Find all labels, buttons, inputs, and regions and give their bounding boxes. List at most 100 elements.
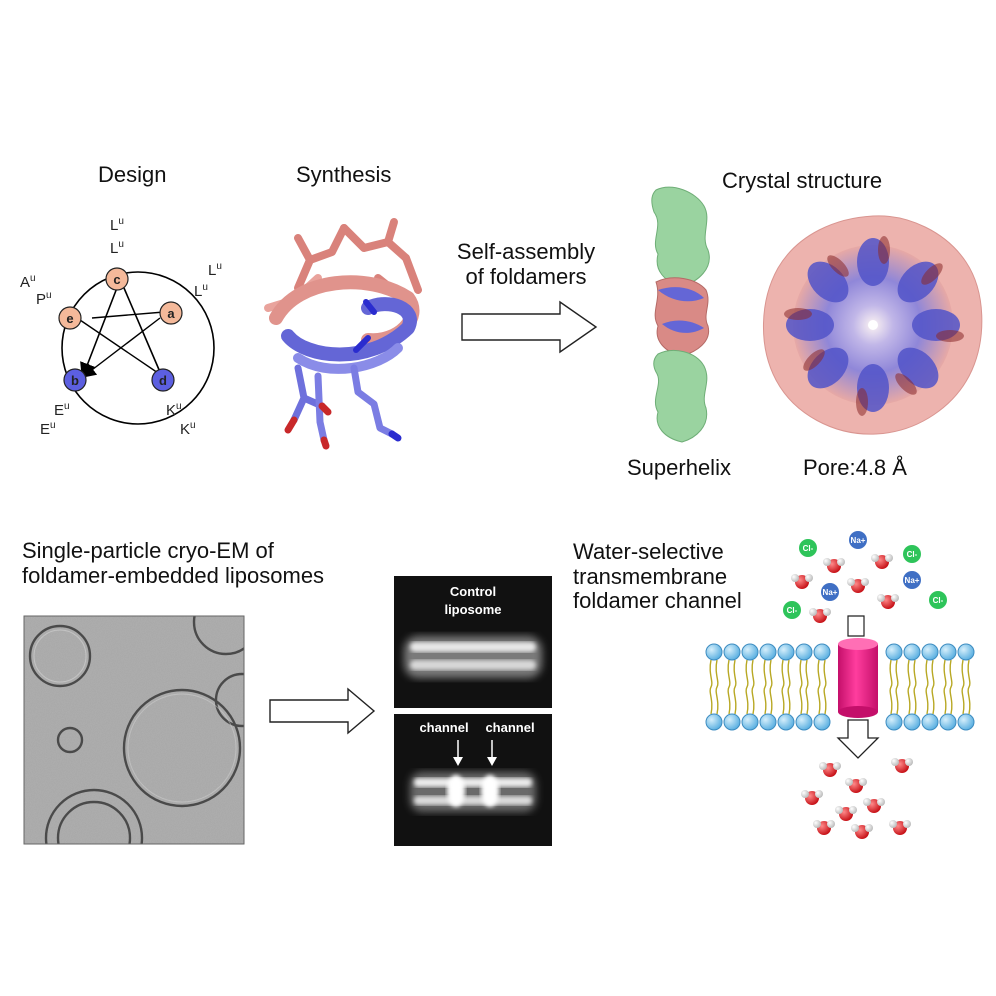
- svg-text:Ku: Ku: [166, 401, 182, 419]
- lipid-head-top: [939, 643, 957, 661]
- svg-text:b: b: [71, 373, 79, 388]
- lipid-tail: [931, 659, 935, 715]
- superhelix-center-section: [654, 277, 710, 357]
- lipid-head-top: [759, 643, 777, 661]
- svg-text:Cl-: Cl-: [933, 596, 944, 605]
- superhelix-green-top: [651, 186, 710, 287]
- flow-arrow-top: [847, 615, 865, 637]
- water-channel-line2: transmembrane: [573, 563, 728, 589]
- ion-na-2: Na+: [903, 571, 921, 589]
- lipid-head-top: [723, 643, 741, 661]
- lipid-tail: [907, 659, 911, 715]
- lipid-head-top: [795, 643, 813, 661]
- lipid-tail: [889, 659, 893, 715]
- flow-arrow-bottom: [836, 719, 880, 759]
- channel-label-right: channel: [485, 720, 534, 735]
- crystal-top-view: [763, 215, 983, 435]
- lipid-tail: [787, 659, 791, 715]
- water-channel-line3: foldamer channel: [573, 588, 742, 614]
- svg-text:Cl-: Cl-: [907, 550, 918, 559]
- self-assembly-line2: of foldamers: [465, 263, 587, 289]
- pore-center: [868, 320, 878, 330]
- lipid-head-bottom: [939, 713, 957, 731]
- channel-panel: channel channel: [394, 714, 552, 846]
- ion-na-3: Na+: [821, 583, 839, 601]
- lipid-head-bottom: [795, 713, 813, 731]
- lipid-head-bottom: [957, 713, 975, 731]
- lipid-tail: [949, 659, 953, 715]
- lipid-head-top: [903, 643, 921, 661]
- control-label-line2: liposome: [444, 602, 501, 617]
- lipid-head-top: [777, 643, 795, 661]
- lipid-tail: [769, 659, 773, 715]
- lipid-tail: [709, 659, 713, 715]
- ion-cl-4: Cl-: [783, 601, 801, 619]
- lipid-head-bottom: [921, 713, 939, 731]
- membrane-channel-diagram: Cl- Na+ Cl- Na+ Na+ Cl- Cl-: [705, 531, 975, 839]
- lipid-head-bottom: [759, 713, 777, 731]
- ions-top: Cl- Na+ Cl- Na+ Na+ Cl- Cl-: [783, 531, 947, 619]
- lipid-tail: [943, 659, 947, 715]
- control-label-line1: Control: [450, 584, 496, 599]
- lipid-head-top: [885, 643, 903, 661]
- svg-text:Na+: Na+: [851, 536, 866, 545]
- lipid-tail: [733, 659, 737, 715]
- svg-text:Lu: Lu: [110, 216, 124, 234]
- synthesis-title: Synthesis: [296, 162, 392, 187]
- lipid-head-bottom: [741, 713, 759, 731]
- lipid-tail: [895, 659, 899, 715]
- lipid-head-top: [957, 643, 975, 661]
- lipid-tail: [781, 659, 785, 715]
- lipid-head-bottom: [705, 713, 723, 731]
- svg-text:Eu: Eu: [40, 420, 56, 438]
- pore-label: Pore:4.8 Å: [803, 455, 907, 480]
- lipid-head-bottom: [777, 713, 795, 731]
- lipid-head-bottom: [903, 713, 921, 731]
- water-channel-title: Water-selective transmembrane foldamer c…: [573, 539, 742, 614]
- crystal-blue-lobes: [786, 238, 960, 412]
- self-assembly-line1: Self-assembly: [456, 239, 596, 264]
- svg-text:Na+: Na+: [823, 588, 838, 597]
- svg-text:c: c: [113, 272, 120, 287]
- cryoem-micrograph: [23, 615, 245, 845]
- water-molecules-top: [791, 554, 899, 623]
- crystal-structure-title: Crystal structure: [722, 168, 883, 193]
- svg-text:a: a: [167, 306, 175, 321]
- ion-cl-1: Cl-: [799, 539, 817, 557]
- svg-text:Pu: Pu: [36, 290, 52, 308]
- superhelix-label: Superhelix: [627, 455, 731, 480]
- lipid-head-top: [921, 643, 939, 661]
- cryoem-arrow: [269, 687, 376, 735]
- residue-labels: Lu Lu Lu Lu Au Pu Eu Eu Ku Ku: [20, 216, 222, 438]
- svg-text:Cl-: Cl-: [803, 544, 814, 553]
- water-channel-line1: Water-selective: [573, 539, 724, 564]
- lipid-head-bottom: [723, 713, 741, 731]
- node-b: b: [63, 368, 87, 392]
- cryoem-title-line1: Single-particle cryo-EM of: [22, 538, 274, 563]
- channel-label-left: channel: [419, 720, 468, 735]
- lipid-tail: [799, 659, 803, 715]
- water-molecules-bottom: [801, 758, 913, 839]
- node-c: c: [105, 267, 129, 291]
- svg-text:Ku: Ku: [180, 420, 196, 438]
- node-d: d: [151, 368, 175, 392]
- node-a: a: [159, 301, 183, 325]
- ion-na-1: Na+: [849, 531, 867, 549]
- foldamer-channel-cylinder: [838, 638, 878, 718]
- lipid-tail: [805, 659, 809, 715]
- control-liposome-panel: Control liposome: [394, 576, 552, 708]
- cryoem-title: Single-particle cryo-EM of foldamer-embe…: [22, 538, 324, 588]
- svg-text:Lu: Lu: [110, 239, 124, 257]
- class-average-panels: Control liposome channel channel: [394, 576, 552, 846]
- lipid-head-top: [741, 643, 759, 661]
- svg-text:d: d: [159, 373, 167, 388]
- ion-cl-3: Cl-: [929, 591, 947, 609]
- lipid-bilayer: [705, 643, 975, 731]
- foldamer-stick-model: [264, 218, 422, 450]
- lipid-tail: [925, 659, 929, 715]
- lipid-head-top: [705, 643, 723, 661]
- lipid-head-bottom: [813, 713, 831, 731]
- svg-text:Eu: Eu: [54, 401, 70, 419]
- svg-text:Na+: Na+: [905, 576, 920, 585]
- lipid-tail: [967, 659, 971, 715]
